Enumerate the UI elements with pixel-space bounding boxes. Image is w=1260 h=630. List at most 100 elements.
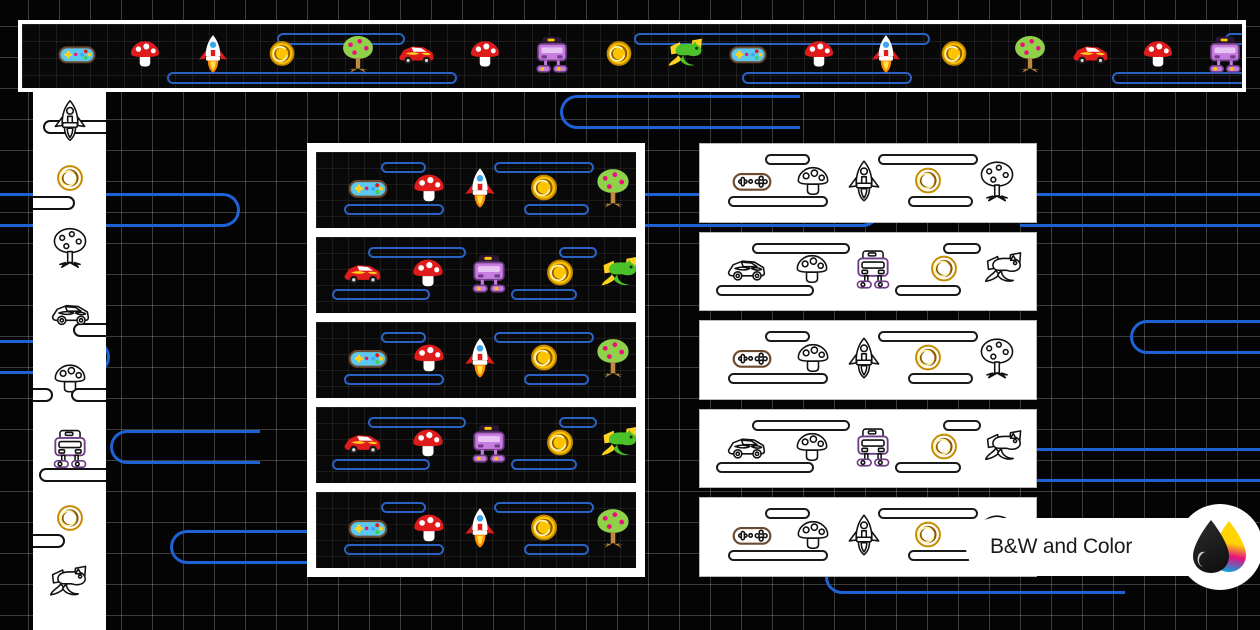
racecar-icon [51, 304, 89, 326]
color-racecar-icon [340, 421, 384, 470]
mushroom-icon [414, 514, 444, 542]
background-pill [1020, 193, 1260, 227]
bw-mushroom-icon [791, 158, 835, 207]
bw-rocket-icon [842, 513, 886, 562]
color-row-pill [494, 162, 594, 173]
banner-pill [277, 33, 405, 45]
color-row-pill [511, 459, 577, 470]
left-strip-coin-icon [48, 496, 92, 545]
color-tree-icon [591, 506, 635, 555]
left-strip-gamepad-icon [48, 622, 92, 630]
color-row-pill [494, 502, 594, 513]
gamepad-icon [348, 519, 388, 538]
bw-pattern-row [699, 143, 1037, 223]
color-row-pill [494, 332, 594, 343]
racecar-icon [344, 265, 381, 284]
coin-icon [269, 41, 295, 66]
color-row-pill [344, 374, 444, 385]
bw-mushroom-icon [790, 424, 834, 473]
left-vertical-bw-strip[interactable] [33, 88, 106, 630]
bw-row-pill [908, 196, 973, 207]
robot-icon [856, 427, 890, 467]
mushroom-icon [54, 364, 85, 393]
bw-row-pill [943, 242, 981, 254]
color-rocket-icon [458, 336, 502, 385]
dragon-icon [601, 257, 636, 286]
rocket-icon [465, 338, 495, 378]
rocket-icon [872, 35, 900, 73]
background-pill [110, 430, 260, 464]
gamepad-icon [348, 349, 388, 368]
background-pill [560, 95, 800, 129]
banner-mushroom-icon [124, 33, 166, 80]
rocket-icon [848, 514, 880, 556]
racecar-icon [344, 435, 381, 454]
bw-row-pill [878, 508, 978, 520]
color-mushroom-icon [406, 251, 450, 300]
color-row-pill [344, 204, 444, 215]
bw-coin-icon [906, 513, 950, 562]
color-row-pill [381, 162, 426, 173]
color-pattern-panel[interactable] [307, 143, 645, 577]
coin-icon [56, 505, 83, 531]
left-strip-mushroom-icon [48, 356, 92, 405]
color-row-pill [524, 374, 589, 385]
color-mushroom-icon [407, 506, 451, 555]
background-pill [170, 530, 320, 564]
robot-icon [53, 429, 86, 469]
ink-drop-svg [1193, 520, 1246, 573]
racecar-icon [1073, 46, 1108, 65]
color-coin-icon [522, 336, 566, 385]
bw-rocket-icon [842, 335, 886, 384]
banner-mushroom-icon [1137, 33, 1179, 80]
coin-icon [547, 429, 573, 456]
color-pattern-row [316, 237, 636, 313]
gamepad-icon [732, 349, 772, 368]
left-strip-robot-icon [48, 426, 92, 475]
color-row-pill [524, 204, 589, 215]
banner-coin-icon [261, 33, 303, 80]
mushroom-icon [797, 343, 829, 373]
left-strip-pill [33, 388, 53, 402]
banner-pill [167, 72, 457, 84]
color-row-pill [524, 544, 589, 555]
color-mushroom-icon [406, 421, 450, 470]
racecar-icon [727, 260, 766, 282]
bw-racecar-icon [724, 247, 768, 296]
coin-icon [931, 433, 957, 460]
mushroom-icon [471, 41, 499, 67]
racecar-icon [727, 437, 766, 459]
color-coin-icon [522, 166, 566, 215]
mushroom-icon [414, 344, 444, 372]
dragon-icon [984, 429, 1022, 460]
mushroom-icon [797, 166, 829, 195]
rocket-icon [848, 337, 880, 379]
bw-and-color-badge[interactable]: B&W and Color [966, 504, 1260, 590]
gamepad-icon [729, 46, 767, 64]
bw-dragon-icon [983, 424, 1027, 473]
robot-icon [472, 255, 506, 293]
background-pill [1020, 448, 1260, 482]
top-pattern-banner[interactable] [18, 20, 1246, 92]
bw-row-pill [728, 196, 828, 207]
tree-icon [980, 338, 1014, 379]
left-strip-pill [33, 196, 75, 210]
tree-icon [597, 339, 629, 378]
rocket-icon [199, 35, 227, 73]
color-coin-icon [522, 506, 566, 555]
rocket-icon [465, 168, 495, 208]
rocket-icon [465, 508, 495, 548]
bw-pattern-panel[interactable] [699, 143, 1037, 577]
coin-icon [931, 255, 957, 282]
banner-racecar-icon [395, 33, 437, 80]
bw-row-pill [728, 550, 828, 562]
coin-icon [941, 41, 967, 66]
bw-tree-icon [975, 158, 1019, 207]
color-row-pill [511, 289, 577, 300]
color-pattern-row [316, 152, 636, 228]
bw-mushroom-icon [791, 335, 835, 384]
left-strip-coin-icon [48, 156, 92, 205]
color-gamepad-icon [346, 166, 390, 215]
color-tree-icon [591, 336, 635, 385]
